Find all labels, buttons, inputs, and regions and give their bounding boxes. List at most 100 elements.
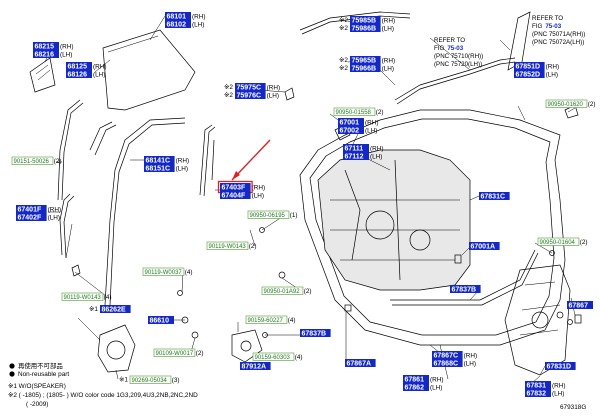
callout-code[interactable]: 67831C <box>481 194 506 201</box>
part-callout[interactable]: 67851D(RH) <box>514 62 559 71</box>
part-callout[interactable]: 67002(LH) <box>338 126 377 135</box>
std-part-box[interactable] <box>206 241 249 250</box>
callout-box[interactable] <box>350 64 381 72</box>
part-callout[interactable]: 67404F(LH) <box>220 191 264 200</box>
callout-box[interactable] <box>66 62 92 70</box>
callout-code[interactable]: 67852D <box>516 72 541 79</box>
callout-code[interactable]: 67404F <box>222 193 246 200</box>
std-part-code[interactable]: 90109-W0017 <box>156 351 194 357</box>
callout-code[interactable]: 68101 <box>167 14 187 21</box>
std-part-box[interactable] <box>247 210 290 219</box>
callout-code[interactable]: 67831D <box>547 364 572 371</box>
part-callout[interactable]: 67868C(LH) <box>432 359 476 368</box>
callout-box[interactable] <box>100 305 131 313</box>
callout-box[interactable] <box>338 126 364 134</box>
ref-fig-link[interactable]: 75-03 <box>545 23 561 30</box>
callout-code[interactable]: 68126 <box>68 72 88 79</box>
callout-code[interactable]: 68215 <box>35 44 55 51</box>
part-callout[interactable]: 67111(RH) <box>343 144 384 153</box>
callout-code[interactable]: 68151C <box>146 166 171 173</box>
callout-code[interactable]: 67837B <box>452 287 477 294</box>
callout-box[interactable] <box>144 156 175 164</box>
std-part-code[interactable]: 90950-06195 <box>250 213 286 219</box>
part-callout[interactable]: 67402F(LH) <box>16 213 60 222</box>
part-callout[interactable]: 67837B <box>300 329 331 338</box>
std-part-callout[interactable]: 90950-01604(2) <box>537 237 588 246</box>
std-part-callout[interactable]: 90159-60303(4) <box>252 352 303 361</box>
callout-code[interactable]: 68141C <box>146 158 171 165</box>
std-part-callout[interactable]: 90119-W0143(2) <box>206 241 257 250</box>
callout-code[interactable]: 67867C <box>434 353 459 360</box>
callout-box[interactable] <box>432 359 463 367</box>
part-callout[interactable]: 68151C(LH) <box>144 164 188 173</box>
callout-box[interactable] <box>514 70 545 78</box>
callout-box[interactable] <box>16 205 47 213</box>
callout-box[interactable] <box>469 242 500 250</box>
std-part-box[interactable] <box>537 237 580 246</box>
callout-code[interactable]: 75966B <box>352 66 377 73</box>
part-callout[interactable]: 67861(RH) <box>403 375 444 384</box>
std-part-callout[interactable]: 90151-50026(2) <box>11 156 62 165</box>
std-part-callout[interactable]: 90119-W0143(4) <box>61 292 112 301</box>
part-callout[interactable]: 68102(LH) <box>165 20 204 29</box>
callout-box[interactable] <box>33 42 59 50</box>
callout-code[interactable]: 75986B <box>352 26 377 33</box>
part-callout[interactable]: 67832(LH) <box>525 389 564 398</box>
callout-box[interactable] <box>350 16 381 24</box>
callout-box[interactable] <box>148 316 174 324</box>
callout-box[interactable] <box>525 381 551 389</box>
callout-code[interactable]: 67867 <box>569 303 589 310</box>
callout-code[interactable]: 68125 <box>68 64 88 71</box>
callout-code[interactable]: 87912A <box>242 364 267 371</box>
part-callout[interactable]: 67831(RH) <box>525 381 566 390</box>
callout-code[interactable]: 75985B <box>352 18 377 25</box>
callout-code[interactable]: 67111 <box>345 146 364 153</box>
part-callout[interactable]: 67112(LH) <box>343 152 382 161</box>
callout-code[interactable]: 68216 <box>35 52 55 59</box>
std-part-code[interactable]: 90950-01A92 <box>264 289 301 295</box>
std-part-code[interactable]: 90950-01604 <box>540 240 576 246</box>
part-callout[interactable]: 67867 <box>567 301 593 310</box>
callout-code[interactable]: 75965B <box>352 58 377 65</box>
std-part-box[interactable] <box>11 156 54 165</box>
callout-code[interactable]: 86262E <box>102 307 126 314</box>
callout-code[interactable]: 67862 <box>405 385 425 392</box>
callout-box[interactable] <box>165 12 191 20</box>
std-part-callout[interactable]: 90159-60227(4) <box>245 315 296 324</box>
callout-code[interactable]: 67402F <box>18 215 42 222</box>
std-part-callout[interactable]: 90950-01620(2) <box>545 99 596 108</box>
callout-code[interactable]: 68102 <box>167 22 187 29</box>
std-part-code[interactable]: 90159-60227 <box>248 318 284 324</box>
part-callout[interactable]: 68125(RH) <box>66 62 107 71</box>
callout-box[interactable] <box>450 285 481 293</box>
std-part-box[interactable] <box>129 375 172 384</box>
callout-box[interactable] <box>165 20 191 28</box>
std-part-callout[interactable]: 90109-W0017(2) <box>153 348 204 357</box>
std-part-box[interactable] <box>261 286 304 295</box>
callout-box[interactable] <box>144 164 175 172</box>
callout-box[interactable] <box>545 362 576 370</box>
callout-box[interactable] <box>479 192 510 200</box>
callout-code[interactable]: 67867A <box>347 361 372 368</box>
std-part-box[interactable] <box>245 315 288 324</box>
part-callout[interactable]: 67837B <box>450 285 481 294</box>
callout-box[interactable] <box>343 144 369 152</box>
callout-code[interactable]: 67851D <box>516 64 541 71</box>
callout-code[interactable]: 67001 <box>340 120 360 127</box>
part-callout[interactable]: 67867A <box>345 359 376 368</box>
std-part-code[interactable]: 90950-01558 <box>336 110 372 116</box>
std-part-box[interactable] <box>61 292 104 301</box>
part-callout[interactable]: 67001A <box>469 242 500 251</box>
callout-box[interactable] <box>220 191 251 199</box>
part-callout[interactable]: 67867C(RH) <box>432 351 477 360</box>
callout-box[interactable] <box>432 351 463 359</box>
std-part-callout[interactable]: 90950-01A92(2) <box>261 286 312 295</box>
std-part-callout[interactable]: 90119-W0037(4) <box>142 267 193 276</box>
callout-box[interactable] <box>345 359 376 367</box>
callout-code[interactable]: 67401F <box>18 207 42 214</box>
callout-box[interactable] <box>235 91 266 99</box>
